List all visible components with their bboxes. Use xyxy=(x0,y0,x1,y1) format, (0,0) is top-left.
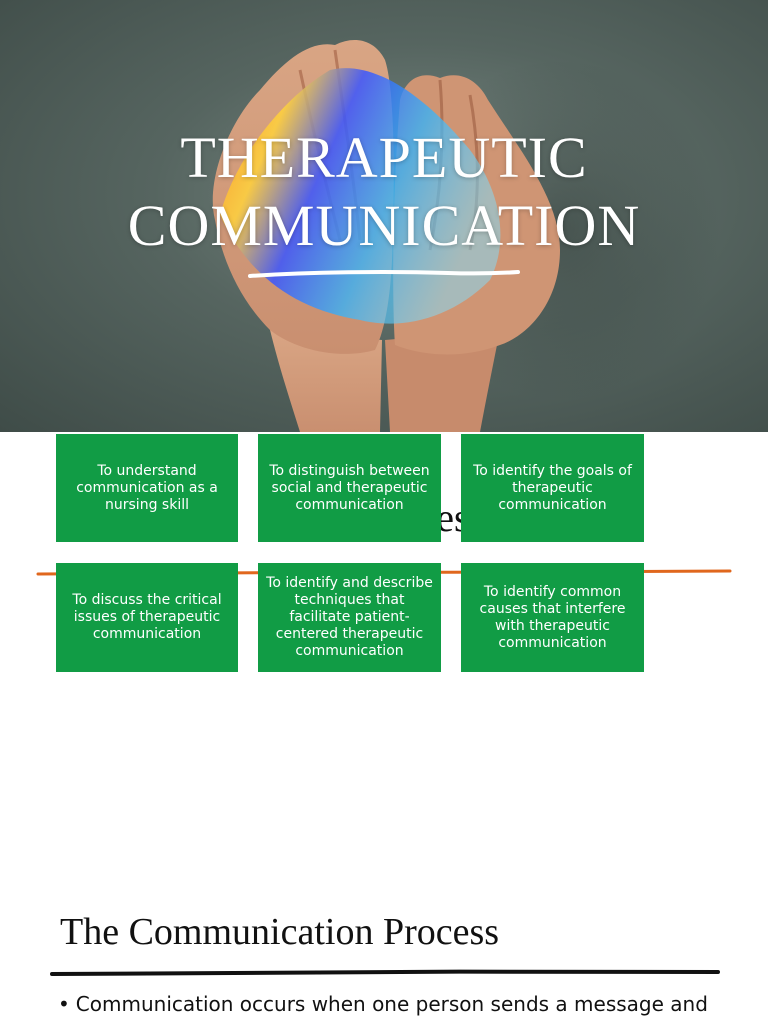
title-slide: THERAPEUTIC COMMUNICATION xyxy=(0,0,768,432)
title-line-2: COMMUNICATION xyxy=(127,193,641,258)
objective-box-2: To distinguish between social and therap… xyxy=(258,434,441,542)
title-underline xyxy=(248,270,520,278)
objective-box-1: To understand communication as a nursing… xyxy=(56,434,238,542)
bullet-item: •Communication occurs when one person se… xyxy=(58,992,708,1016)
title-line-1: THERAPEUTIC xyxy=(180,125,588,190)
process-title: The Communication Process xyxy=(60,911,500,953)
bullet-text: Communication occurs when one person sen… xyxy=(75,992,708,1016)
objectives-slide: Objectives To understand communication a… xyxy=(0,432,768,832)
objective-box-4: To discuss the critical issues of therap… xyxy=(56,563,238,672)
objective-box-3: To identify the goals of therapeutic com… xyxy=(461,434,644,542)
slide-title: THERAPEUTIC COMMUNICATION xyxy=(0,124,768,260)
process-title-underline xyxy=(50,969,720,976)
bullet-symbol: • xyxy=(58,992,70,1016)
objective-box-6: To identify common causes that interfere… xyxy=(461,563,644,672)
communication-process-slide: The Communication Process •Communication… xyxy=(0,864,768,1024)
objective-box-5: To identify and describe techniques that… xyxy=(258,563,441,672)
